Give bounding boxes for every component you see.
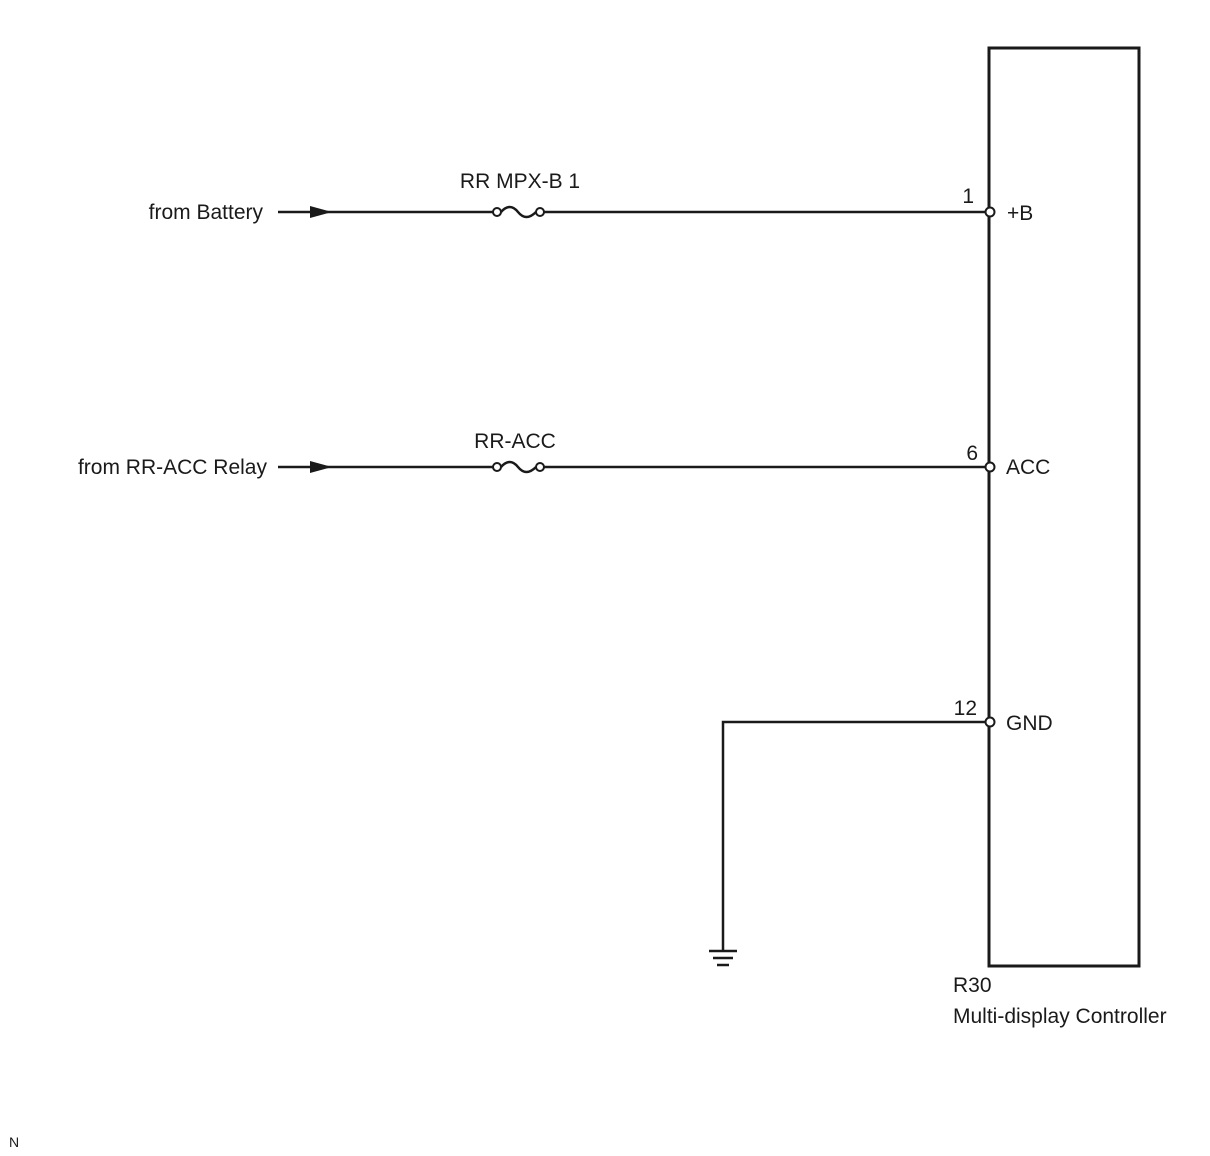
pin6-terminal xyxy=(984,461,996,473)
component-code: R30 xyxy=(953,974,992,997)
pin6-number: 6 xyxy=(966,442,978,465)
pin1-name: +B xyxy=(1007,202,1033,225)
fuse-label-rr-acc: RR-ACC xyxy=(474,430,556,453)
fuse-label-rr-mpx-b1: RR MPX-B 1 xyxy=(460,170,580,193)
ground-icon xyxy=(709,949,737,967)
fuse-icon xyxy=(492,205,545,219)
source-label-battery: from Battery xyxy=(149,201,264,224)
wire-ground xyxy=(721,720,985,950)
pin1-terminal xyxy=(984,206,996,218)
pin12-number: 12 xyxy=(954,697,977,720)
fuse-icon xyxy=(492,460,545,474)
source-label-relay: from RR-ACC Relay xyxy=(78,456,268,479)
pin1-number: 1 xyxy=(962,185,974,208)
pin6-name: ACC xyxy=(1006,456,1050,479)
controller-box xyxy=(987,46,1141,968)
component-name: Multi-display Controller xyxy=(953,1005,1167,1028)
pin12-name: GND xyxy=(1006,712,1053,735)
footer-mark: N xyxy=(9,1134,19,1150)
pin12-terminal xyxy=(984,716,996,728)
